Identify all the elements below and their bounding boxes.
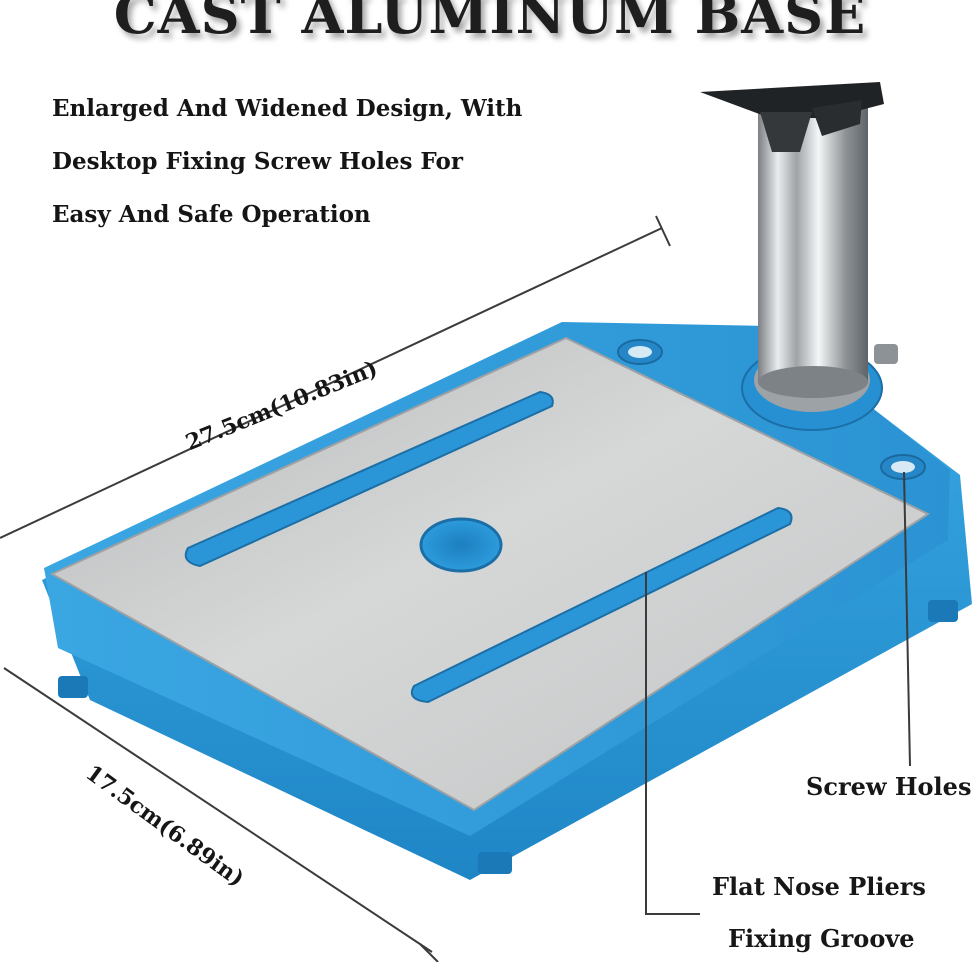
feature-description: Enlarged And Widened Design, With Deskto… — [52, 82, 652, 241]
callout-lines — [645, 471, 911, 915]
dimension-lines — [0, 215, 671, 962]
description-line: Easy And Safe Operation — [52, 201, 371, 228]
column-clamp — [700, 82, 884, 152]
screw-holes — [617, 339, 926, 480]
description-line: Enlarged And Widened Design, With — [52, 95, 523, 122]
headline-title: CAST ALUMINUM BASE — [113, 0, 867, 46]
center-hole — [419, 517, 503, 573]
aluminum-table-plate — [49, 336, 931, 812]
groove-label-line1: Flat Nose Pliers — [712, 872, 926, 901]
fixing-grooves — [184, 390, 793, 704]
screw-holes-label: Screw Holes — [806, 772, 972, 801]
groove-label-line2: Fixing Groove — [728, 924, 915, 953]
description-line: Desktop Fixing Screw Holes For — [52, 148, 463, 175]
